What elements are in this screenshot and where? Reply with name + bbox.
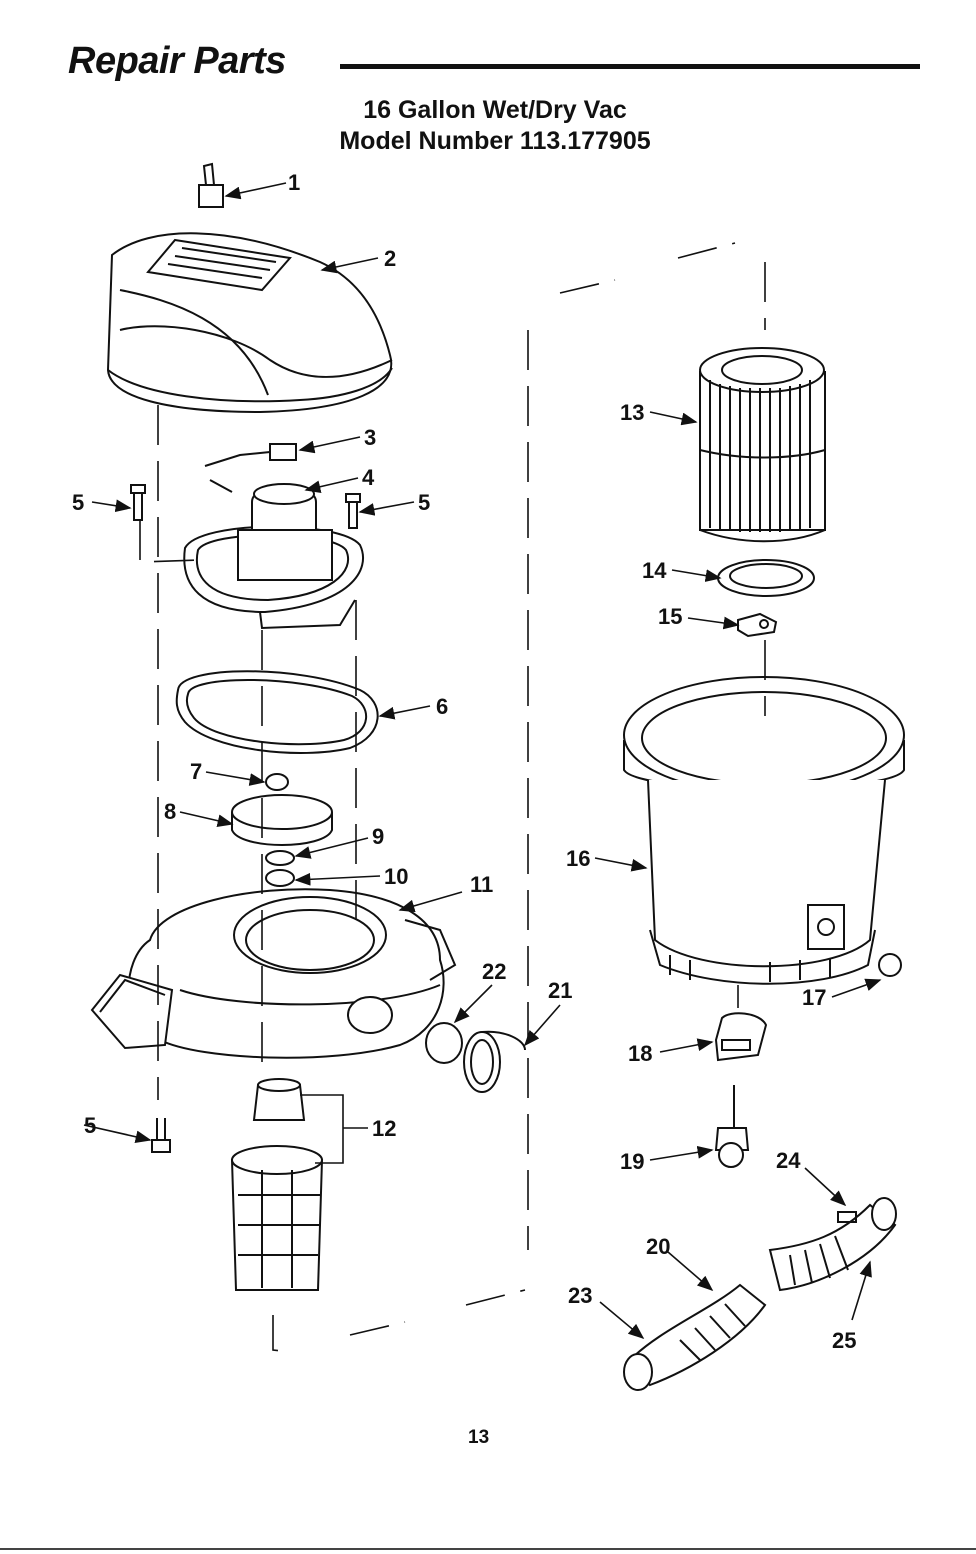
callout-16: 16 <box>566 848 590 870</box>
gasket-part <box>177 671 378 753</box>
drain-cap-part <box>879 954 901 976</box>
motor-cover-part <box>108 233 392 412</box>
callout-24: 24 <box>776 1150 800 1172</box>
callout-6: 6 <box>436 696 448 718</box>
callout-23: 23 <box>568 1285 592 1307</box>
callout-1: 1 <box>288 172 300 194</box>
callout-10: 10 <box>384 866 408 888</box>
callout-15: 15 <box>658 606 682 628</box>
callout-18: 18 <box>628 1043 652 1065</box>
motor-assembly-part <box>184 484 363 628</box>
plug-part <box>426 1023 462 1063</box>
float-cage-part <box>232 1079 322 1290</box>
callout-9: 9 <box>372 826 384 848</box>
callout-13: 13 <box>620 402 644 424</box>
callout-22: 22 <box>482 961 506 983</box>
filter-retainer-part <box>738 614 776 636</box>
callout-7: 7 <box>190 761 202 783</box>
hose-section-right-part <box>770 1198 896 1290</box>
drum-part <box>624 677 904 984</box>
caster-part <box>716 1085 748 1167</box>
screw-part-bottom <box>152 1118 170 1152</box>
hose-section-left-part <box>624 1285 765 1390</box>
callout-14: 14 <box>642 560 666 582</box>
callout-2: 2 <box>384 248 396 270</box>
callout-12: 12 <box>372 1118 396 1140</box>
callout-5-left: 5 <box>72 492 84 514</box>
hose-clamp-part <box>464 1032 525 1092</box>
screw-part-left <box>131 485 145 520</box>
callout-11: 11 <box>470 874 493 896</box>
filter-disc-part <box>232 795 332 845</box>
caster-base-part <box>716 1013 766 1060</box>
spacer-part <box>266 870 294 886</box>
callout-19: 19 <box>620 1151 644 1173</box>
callout-8: 8 <box>164 801 176 823</box>
filter-cap-part <box>718 560 814 596</box>
page-bottom-edge <box>0 1548 976 1550</box>
callout-17: 17 <box>802 987 826 1009</box>
callout-5-bottom: 5 <box>84 1115 96 1137</box>
washer-part <box>266 851 294 865</box>
switch-part <box>199 164 223 207</box>
callout-20: 20 <box>646 1236 670 1258</box>
page-number: 13 <box>468 1427 489 1449</box>
cartridge-filter-part <box>700 348 825 541</box>
nut-part <box>266 774 288 790</box>
callout-3: 3 <box>364 427 376 449</box>
callout-5-right: 5 <box>418 492 430 514</box>
callout-4: 4 <box>362 467 374 489</box>
callout-21: 21 <box>548 980 572 1002</box>
screw-part-right <box>346 494 360 528</box>
lid-part <box>92 889 455 1057</box>
callout-25: 25 <box>832 1330 856 1352</box>
